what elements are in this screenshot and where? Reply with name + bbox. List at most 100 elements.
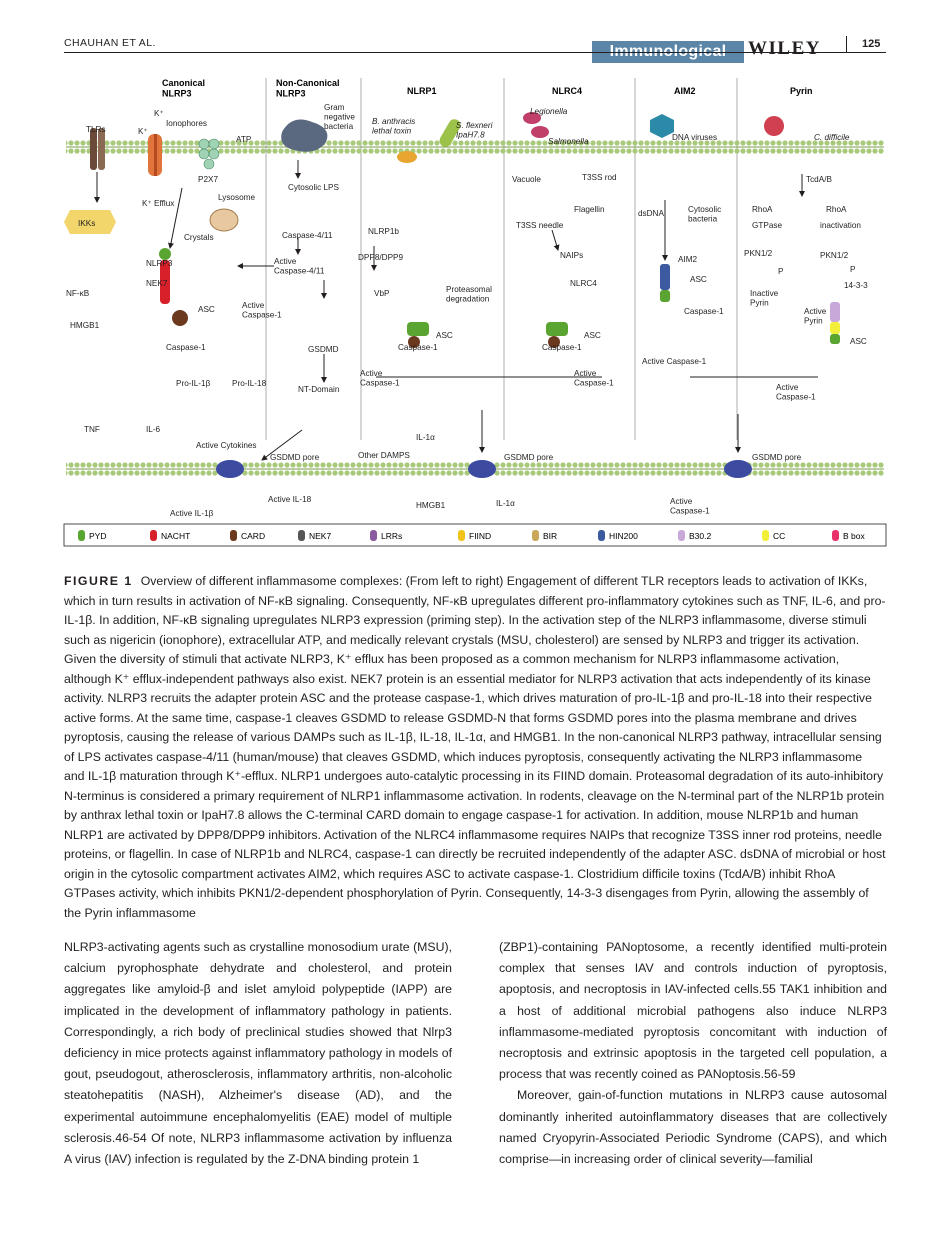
- legend-label: B box: [843, 531, 865, 541]
- legend-item-b30-2: B30.2: [678, 530, 711, 541]
- body-paragraph-right-1: (ZBP1)-containing PANoptosome, a recentl…: [499, 940, 887, 1082]
- ikks-box: [64, 210, 116, 234]
- gram-negative-bacteria-icon: [281, 119, 328, 152]
- legend-label: B30.2: [689, 531, 711, 541]
- lbl-pro-il18: Pro-IL-18: [232, 379, 267, 388]
- lbl-hmgb1-bottom: HMGB1: [416, 501, 446, 510]
- lbl-c-difficile: C. difficile: [814, 133, 850, 142]
- column-dividers: [265, 78, 738, 440]
- lbl-caspase1-d: Caspase-1: [684, 307, 724, 316]
- lbl-gsdmd-pore2: GSDMD pore: [504, 453, 554, 462]
- aim2-inflammasome: [660, 264, 670, 302]
- legend-label: NACHT: [161, 531, 190, 541]
- page-number: 125: [862, 38, 881, 50]
- col-nlrc4: NLRC4: [552, 86, 582, 96]
- legend-swatch: [150, 530, 157, 541]
- legend-swatch: [832, 530, 839, 541]
- lbl-caspase1-c: Caspase-1: [542, 343, 582, 352]
- lbl-gsdmd: GSDMD: [308, 345, 339, 354]
- legend-item-b-box: B box: [832, 530, 865, 541]
- lbl-pkn1: PKN1/2: [744, 249, 773, 258]
- lbl-caspase1-a: Caspase-1: [166, 343, 206, 352]
- nlrp3-inflammasome: [159, 248, 188, 326]
- lbl-dna-viruses: DNA viruses: [672, 133, 717, 142]
- lbl-rhoa2: RhoA: [826, 205, 847, 214]
- col-aim2: AIM2: [674, 86, 696, 96]
- lbl-nlrp3: NLRP3: [146, 259, 173, 268]
- lbl-gtpase: GTPase: [752, 221, 782, 230]
- lbl-inactivation: inactivation: [820, 221, 861, 230]
- tlr-receptors: [90, 128, 105, 170]
- lbl-1433: 14-3-3: [844, 281, 868, 290]
- lbl-il1a: IL-1α: [416, 433, 435, 442]
- legend-item-bir: BIR: [532, 530, 557, 541]
- lbl-flagellin: Flagellin: [574, 205, 605, 214]
- legend-label: CARD: [241, 531, 265, 541]
- lbl-caspase411: Caspase-4/11: [282, 231, 333, 240]
- legend-item-lrrs: LRRs: [370, 530, 402, 541]
- lbl-il1a-bottom: IL-1α: [496, 499, 515, 508]
- col-pyrin: Pyrin: [790, 86, 813, 96]
- lbl-lysosome: Lysosome: [218, 193, 255, 202]
- legend-swatch: [370, 530, 377, 541]
- lbl-dpp: DPP8/DPP9: [358, 253, 403, 262]
- legend-label: HIN200: [609, 531, 638, 541]
- page-number-divider: [846, 36, 847, 52]
- anthrax-toxin-icon: [397, 151, 417, 163]
- lbl-nlrc4: NLRC4: [570, 279, 597, 288]
- legend-item-nek7: NEK7: [298, 530, 331, 541]
- lbl-caspase1-b: Caspase-1: [398, 343, 438, 352]
- lbl-active-il18: Active IL-18: [268, 495, 312, 504]
- legend-label: PYD: [89, 531, 106, 541]
- caption-text: Overview of different inflammasome compl…: [64, 574, 886, 920]
- ionophore-channel: [148, 134, 162, 176]
- figure-label: FIGURE 1: [64, 574, 133, 588]
- body-paragraph-right-2: Moreover, gain-of-function mutations in …: [499, 1088, 887, 1167]
- legend: PYD NACHT CARD NEK7 LRRs FIIND BIR HIN200 B30.2 C…: [78, 530, 865, 541]
- lbl-active-il1b: Active IL-1β: [170, 509, 214, 518]
- lbl-rhoa1: RhoA: [752, 205, 773, 214]
- lbl-atp: ATP: [236, 135, 252, 144]
- lbl-legionella: Legionella: [530, 107, 568, 116]
- lbl-nek7: NEK7: [146, 279, 168, 288]
- lbl-p1: P: [778, 267, 784, 276]
- lbl-tcdab: TcdA/B: [806, 175, 832, 184]
- lbl-tnf: TNF: [84, 425, 100, 434]
- gsdmd-pore-icons: [216, 460, 752, 478]
- lbl-ikks: IKKs: [78, 219, 95, 228]
- lbl-asc2: ASC: [436, 331, 453, 340]
- lysosome-icon: [209, 208, 239, 232]
- legend-item-nacht: NACHT: [150, 530, 190, 541]
- legend-item-cc: CC: [762, 530, 785, 541]
- lbl-asc4: ASC: [690, 275, 707, 284]
- legend-item-hin200: HIN200: [598, 530, 638, 541]
- lbl-vbp: VbP: [374, 289, 390, 298]
- lbl-asc5: ASC: [850, 337, 867, 346]
- lbl-nfkb: NF-κB: [66, 289, 90, 298]
- legend-box: [63, 523, 887, 547]
- lbl-p2x7: P2X7: [198, 175, 218, 184]
- legend-label: FIIND: [469, 531, 491, 541]
- legend-swatch: [230, 530, 237, 541]
- lbl-naips: NAIPs: [560, 251, 583, 260]
- lbl-p2: P: [850, 265, 856, 274]
- legend-label: BIR: [543, 531, 557, 541]
- shigella-icon: [439, 119, 461, 147]
- running-header-author: CHAUHAN ET AL.: [64, 37, 156, 49]
- lbl-aim2: AIM2: [678, 255, 698, 264]
- legend-swatch: [532, 530, 539, 541]
- legend-item-pyd: PYD: [78, 530, 106, 541]
- legend-item-card: CARD: [230, 530, 265, 541]
- legionella-icon: [523, 112, 541, 124]
- body-column-right: (ZBP1)-containing PANoptosome, a recentl…: [499, 937, 887, 1170]
